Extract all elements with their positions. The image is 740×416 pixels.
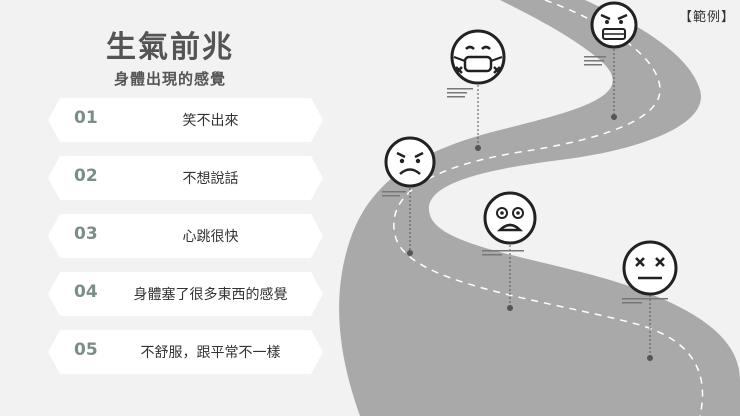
symptom-item: 05 不舒服，跟平常不一樣 xyxy=(48,330,323,374)
page-title: 生氣前兆 xyxy=(106,30,234,65)
symptom-label: 心跳很快 xyxy=(182,229,239,245)
symptom-number: 03 xyxy=(74,224,98,244)
pin-dead xyxy=(647,295,653,361)
example-tag: 【範例】 xyxy=(679,10,736,25)
pin-frown xyxy=(407,188,413,256)
symptom-label: 笑不出來 xyxy=(182,113,239,129)
page-subtitle: 身體出現的感覺 xyxy=(113,70,226,88)
symptom-item: 03 心跳很快 xyxy=(48,214,323,258)
symptom-label: 不舒服，跟平常不一樣 xyxy=(140,345,281,361)
symptom-item: 02 不想說話 xyxy=(48,156,323,200)
symptom-number: 02 xyxy=(74,166,98,186)
pin-sick xyxy=(475,85,481,151)
dead-face-icon xyxy=(622,240,678,296)
road-center-line xyxy=(393,0,704,416)
icon-captions xyxy=(382,56,668,304)
sick-face-icon xyxy=(450,29,506,85)
symptom-item: 01 笑不出來 xyxy=(48,98,323,142)
symptom-item: 04 身體塞了很多東西的感覺 xyxy=(48,272,323,316)
pin-dizzy xyxy=(507,245,513,311)
pin-furious xyxy=(611,45,617,120)
symptom-number: 05 xyxy=(74,340,98,360)
angry-face-icon xyxy=(384,136,436,188)
symptom-label: 不想說話 xyxy=(182,171,239,187)
symptom-number: 04 xyxy=(74,282,98,302)
symptom-label: 身體塞了很多東西的感覺 xyxy=(133,287,288,303)
dizzy-face-icon xyxy=(483,191,537,245)
road xyxy=(339,0,740,416)
symptom-number: 01 xyxy=(74,108,98,128)
furious-face-icon xyxy=(590,1,638,49)
